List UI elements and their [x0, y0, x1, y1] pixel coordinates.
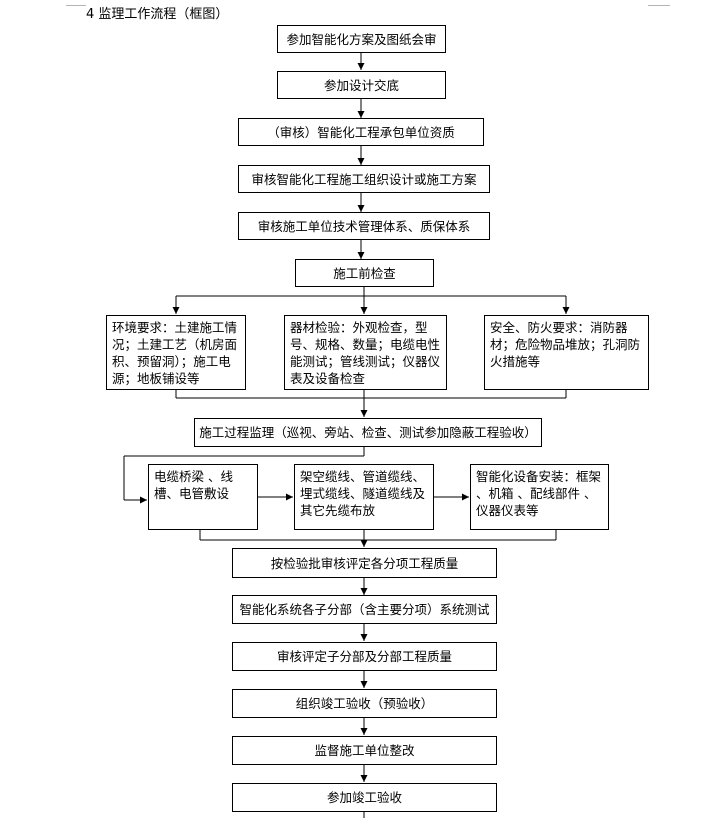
page-corner-mark-right — [648, 0, 670, 6]
step-subdivision-quality: 审核评定子分部及分部工程质量 — [232, 642, 497, 671]
step-management-system-review: 审核施工单位技术管理体系、质保体系 — [238, 212, 490, 240]
step-rectification: 监督施工单位整改 — [232, 736, 497, 765]
step-drawing-review: 参加智能化方案及图纸会审 — [277, 25, 446, 53]
step-pre-construction-check: 施工前检查 — [295, 259, 434, 287]
process-device-install: 智能化设备安装：框架 、机箱 、配线部件 、仪器仪表等 — [470, 464, 609, 530]
process-cable-laying: 架空缆线、管道缆线、埋式缆线、隧道缆线及其它先缆布放 — [294, 464, 434, 530]
step-construction-plan-review: 审核智能化工程施工组织设计或施工方案 — [238, 165, 490, 193]
step-inspection-lot-quality: 按检验批审核评定各分项工程质量 — [232, 548, 497, 578]
check-equipment: 器材检验：外观检查，型号、规格、数量；电缆电性能测试；管线测试；仪器仪表及设备检… — [284, 315, 447, 390]
step-contractor-qualification: （审核）智能化工程承包单位资质 — [238, 118, 484, 146]
step-pre-acceptance: 组织竣工验收（预验收） — [232, 689, 497, 718]
page-corner-mark-left — [66, 0, 86, 6]
step-design-briefing: 参加设计交底 — [277, 71, 446, 99]
check-environment: 环境要求：土建施工情况；土建工艺（机房面积、预留洞）；施工电源；地板铺设等 — [106, 315, 246, 390]
step-final-acceptance: 参加竣工验收 — [232, 783, 497, 812]
step-process-supervision: 施工过程监理（巡视、旁站、检查、测试参加隐蔽工程验收） — [194, 418, 542, 447]
process-bridge-conduit: 电缆桥梁 、线槽、电管敷设 — [148, 464, 258, 530]
section-heading: 4 监理工作流程（框图） — [86, 7, 229, 22]
check-safety: 安全、防火要求：消防器材；危险物品堆放；孔洞防火措施等 — [484, 315, 649, 390]
step-system-test: 智能化系统各子分部（含主要分项）系统测试 — [232, 595, 497, 624]
